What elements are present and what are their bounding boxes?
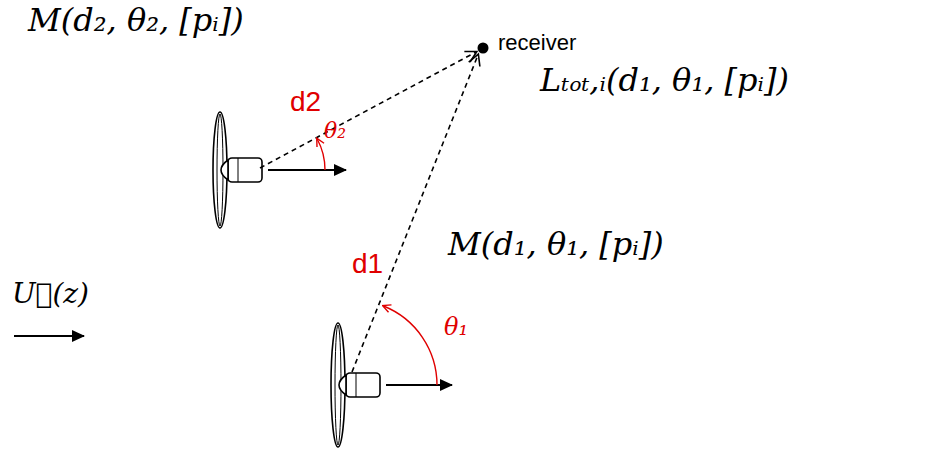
wind-direction-arrow — [268, 169, 346, 171]
propagation-path — [260, 52, 476, 168]
propagation-path — [352, 55, 478, 372]
receiver-label: receiver — [498, 30, 576, 55]
wind-arrow — [14, 335, 84, 337]
formula-label: Lₜₒₜ,ᵢ(d₁, θ₁, [pᵢ]) — [540, 62, 789, 99]
angle-label: θ₁ — [444, 314, 468, 342]
wind-profile-label: U⃗(z) — [12, 278, 89, 310]
wind-turbine — [213, 112, 262, 228]
distance-label: d1 — [352, 248, 383, 280]
distance-label: d2 — [290, 86, 321, 118]
formula-label: M(d₁, θ₁, [pᵢ]) — [448, 226, 664, 263]
formula-label: M(d₂, θ₂, [pᵢ]) — [28, 2, 244, 39]
receiver-dot — [478, 43, 489, 54]
angle-arc — [384, 306, 438, 385]
angle-arc — [317, 139, 325, 170]
wind-turbine — [331, 323, 380, 447]
wind-direction-arrow — [386, 384, 452, 386]
angle-label: θ₂ — [324, 118, 346, 143]
